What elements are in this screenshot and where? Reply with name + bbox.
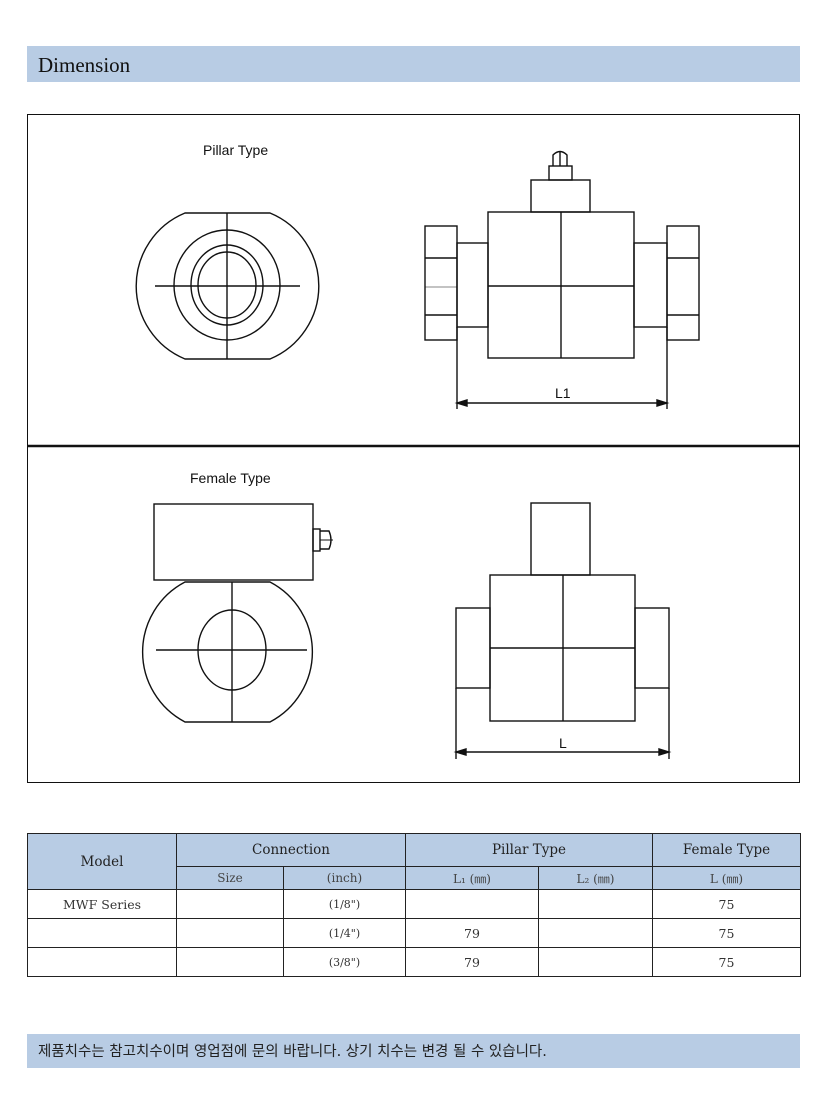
- section-title: Dimension: [27, 46, 800, 82]
- table-row: (3/8") 79 75: [27, 947, 801, 977]
- cell-model: [27, 947, 177, 977]
- header-pillar-type: Pillar Type: [405, 833, 653, 867]
- table-row: (1/4") 79 75: [27, 918, 801, 948]
- cell-l1: [405, 889, 539, 919]
- cell-size: [176, 947, 284, 977]
- table-row: MWF Series (1/8") 75: [27, 889, 801, 919]
- cell-l1: 79: [405, 918, 539, 948]
- cell-size: [176, 918, 284, 948]
- female-side-view: [141, 503, 333, 723]
- header-connection: Connection: [176, 833, 406, 867]
- dimension-drawing: Pillar Type L1 Female Type L: [27, 114, 800, 783]
- female-front-view: [453, 502, 672, 759]
- pillar-front-view: [424, 150, 700, 409]
- subheader-inch: (inch): [283, 866, 406, 890]
- subheader-l2: L₂ (㎜): [538, 866, 653, 890]
- cell-l2: [538, 947, 653, 977]
- cell-l: 75: [652, 947, 801, 977]
- cell-l2: [538, 889, 653, 919]
- cell-l1: 79: [405, 947, 539, 977]
- subheader-l: L (㎜): [652, 866, 801, 890]
- cell-size: [176, 889, 284, 919]
- subheader-size: Size: [176, 866, 284, 890]
- dimension-table: Model Connection Pillar Type Female Type…: [27, 833, 801, 977]
- cell-inch: (1/8"): [283, 889, 406, 919]
- header-female-type: Female Type: [652, 833, 801, 867]
- cell-model: [27, 918, 177, 948]
- pillar-side-view: [135, 212, 320, 360]
- cell-l2: [538, 918, 653, 948]
- cell-l: 75: [652, 918, 801, 948]
- footer-note: 제품치수는 참고치수이며 영업점에 문의 바랍니다. 상기 치수는 변경 될 수…: [27, 1034, 800, 1068]
- cell-inch: (3/8"): [283, 947, 406, 977]
- pillar-type-label: Pillar Type: [203, 142, 268, 158]
- cell-l: 75: [652, 889, 801, 919]
- pillar-dimension-label: L1: [555, 385, 571, 401]
- female-type-label: Female Type: [190, 470, 271, 486]
- header-model: Model: [27, 833, 177, 890]
- cell-model: MWF Series: [27, 889, 177, 919]
- cell-inch: (1/4"): [283, 918, 406, 948]
- subheader-l1: L₁ (㎜): [405, 866, 539, 890]
- dimension-drawing-svg: Pillar Type L1 Female Type L: [28, 142, 799, 759]
- female-dimension-label: L: [559, 735, 567, 751]
